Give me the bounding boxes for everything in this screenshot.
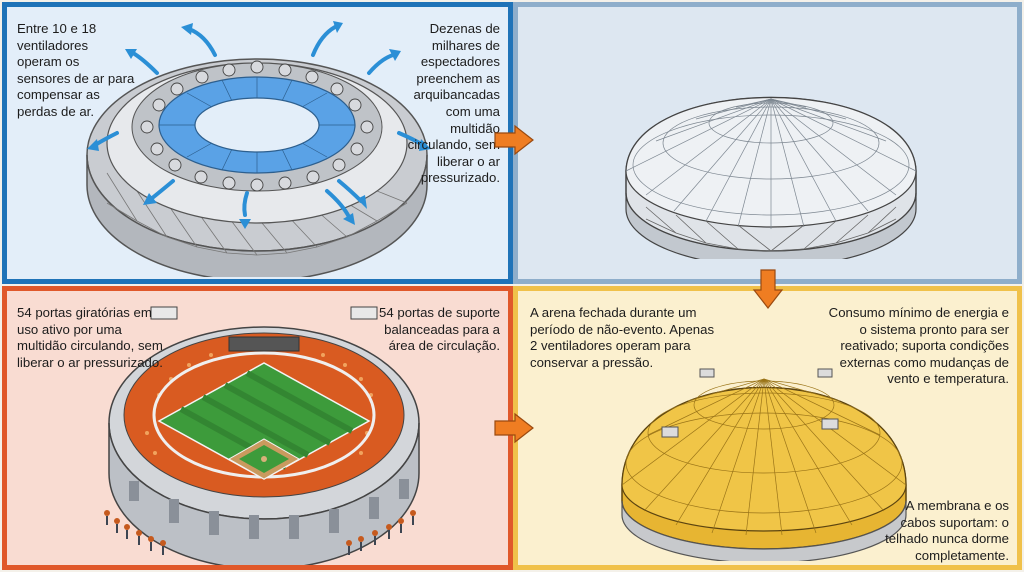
revolving-doors-text: 54 portas giratórias em uso ativo por um… xyxy=(17,305,163,370)
arrow-right-icon-bottom xyxy=(494,412,534,444)
panel-revolving-doors: 54 portas giratórias em uso ativo por um… xyxy=(2,286,513,570)
closed-dome-illustration xyxy=(625,96,917,259)
balanced-doors-text: 54 portas de suporte balanceadas para a … xyxy=(379,305,500,354)
golden-dome-illustration xyxy=(621,368,907,561)
minimal-energy-text: Consumo mínimo de energia e o sistema pr… xyxy=(828,305,1009,387)
arena-fans-illustration xyxy=(86,21,431,277)
fans-compensation-text: Entre 10 e 18 ventiladores operam os sen… xyxy=(17,21,135,119)
non-event-text: A arena fechada durante um período de nã… xyxy=(530,305,715,370)
stadium-crowd-illustration xyxy=(104,306,420,565)
panel-active-ventilation: Entre 10 e 18 ventiladores operam os sen… xyxy=(2,2,513,284)
arrow-down-icon xyxy=(752,269,784,309)
membrane-cables-text: A membrana e os cabos suportam: o telhad… xyxy=(885,498,1009,563)
panel-closed-dome xyxy=(513,2,1022,284)
spectators-circulation-text: Dezenas de milhares de espectadores pree… xyxy=(407,21,500,186)
arrow-right-icon-top xyxy=(494,124,534,156)
panel-non-event-mode: A arena fechada durante um período de nã… xyxy=(513,286,1022,570)
